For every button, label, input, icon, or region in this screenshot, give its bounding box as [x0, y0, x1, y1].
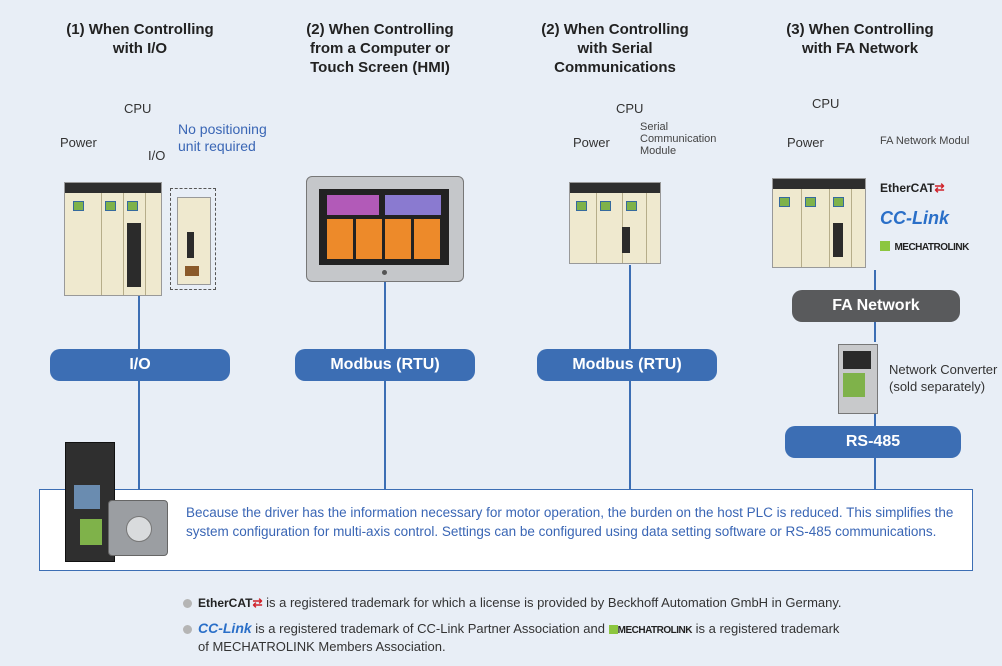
- ethercat-logo-inline: EtherCAT⇄: [198, 596, 263, 610]
- footnote-ethercat: EtherCAT⇄ is a registered trademark for …: [183, 594, 842, 612]
- info-text: Because the driver has the information n…: [186, 505, 954, 539]
- serial-module-label: Serial Communication Module: [640, 121, 717, 157]
- ethercat-logo: EtherCAT⇄: [880, 181, 945, 195]
- connector-line-fa-bottom: [874, 456, 876, 490]
- cclink-logo-inline: CC-Link: [198, 620, 252, 636]
- power-label-serial: Power: [573, 135, 610, 150]
- column-header-fa-network: (3) When Controlling with FA Network: [786, 21, 934, 57]
- power-label-fa: Power: [787, 135, 824, 150]
- io-bar: I/O: [50, 349, 230, 381]
- positioning-unit-outline: [170, 188, 216, 290]
- connector-line-fa-low: [874, 412, 876, 428]
- connector-line-io: [138, 295, 140, 490]
- column-header-serial: (2) When Controlling with Serial Communi…: [541, 21, 689, 76]
- io-label: I/O: [148, 148, 166, 163]
- plc-serial: [569, 182, 661, 264]
- driver-device: [65, 442, 115, 562]
- network-converter-device: [838, 344, 878, 414]
- fa-network-module-label: FA Network Modul: [880, 135, 970, 147]
- cclink-logo: CC-Link: [880, 208, 949, 228]
- fa-network-bar: FA Network: [792, 290, 960, 322]
- modbus-bar-serial: Modbus (RTU): [537, 349, 717, 381]
- no-positioning-label: No positioning unit required: [178, 121, 267, 154]
- info-box: [39, 489, 973, 571]
- connector-line-fa-top: [874, 270, 876, 292]
- touch-screen-hmi: [306, 176, 464, 282]
- column-header-hmi: (2) When Controlling from a Computer or …: [306, 21, 454, 76]
- mechatrolink-logo: MECHATROLINK: [880, 237, 969, 255]
- mechatrolink-logo-inline: MECHATROLINK: [608, 621, 693, 636]
- modbus-bar-hmi: Modbus (RTU): [295, 349, 475, 381]
- plc-fa-network: [772, 178, 866, 268]
- cpu-label: CPU: [124, 101, 152, 116]
- connector-line-fa-mid: [874, 322, 876, 342]
- cpu-label-fa: CPU: [812, 96, 840, 111]
- column-header-io: (1) When Controlling with I/O: [66, 21, 214, 57]
- bullet-icon: [183, 625, 192, 635]
- connector-line-hmi: [384, 280, 386, 490]
- plc-io: [64, 182, 162, 296]
- footnote-mechatrolink: of MECHATROLINK Members Association.: [198, 639, 446, 654]
- footnote-cclink: CC-Link is a registered trademark of CC-…: [183, 619, 839, 640]
- power-label: Power: [60, 135, 97, 150]
- motor-device: [108, 500, 168, 556]
- network-converter-label: Network Converter (sold separately): [889, 362, 998, 394]
- cpu-label-serial: CPU: [616, 101, 644, 116]
- bullet-icon: [183, 599, 192, 609]
- rs485-bar: RS-485: [785, 426, 961, 458]
